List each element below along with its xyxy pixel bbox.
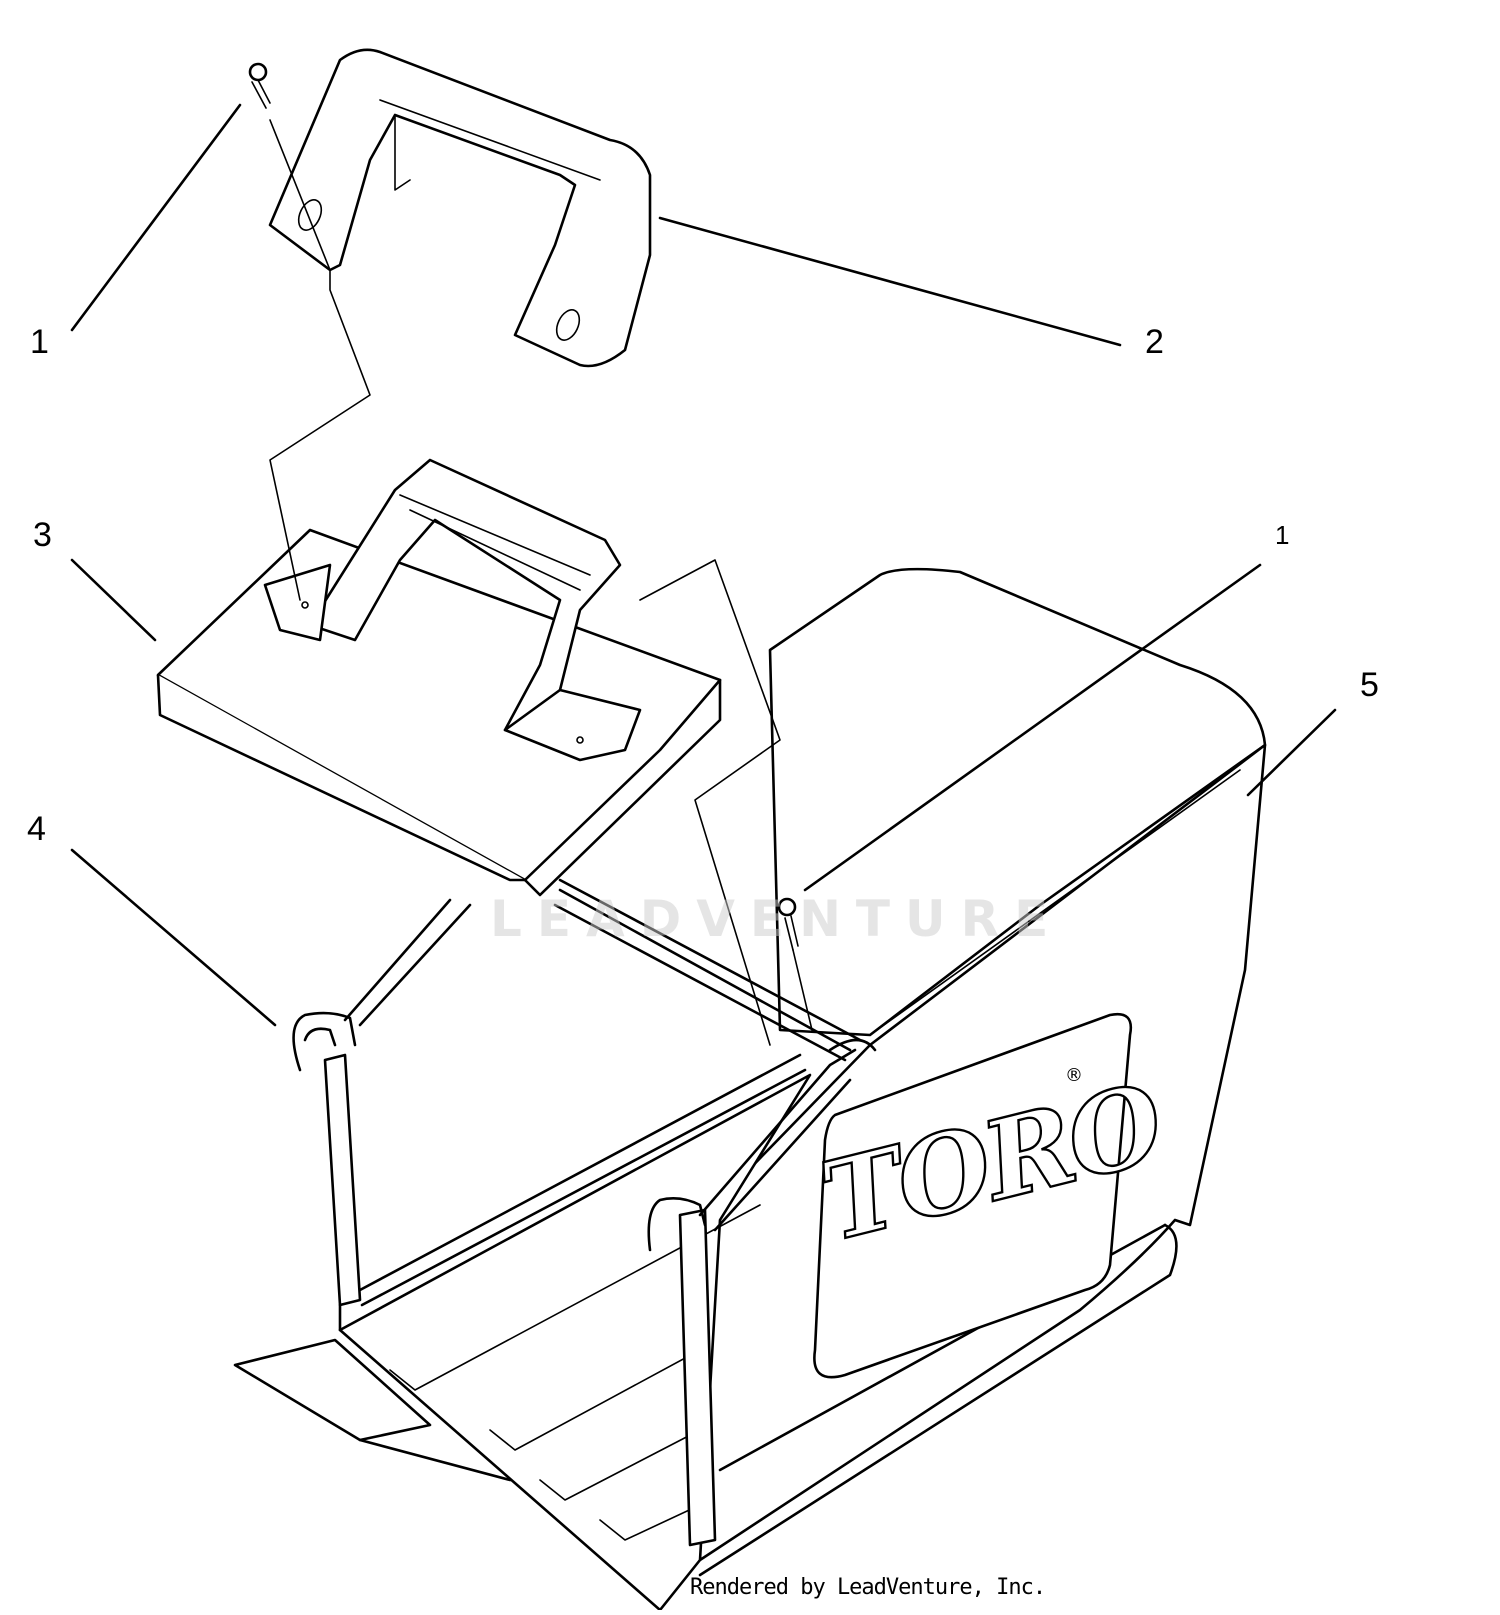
leader-line-4 (70, 848, 277, 1027)
assembly-line-2 (639, 559, 781, 1046)
leader-line-1a (70, 103, 242, 332)
registered-mark: ® (1065, 1065, 1083, 1086)
screw-top (248, 62, 271, 109)
callout-1b: 1 (1275, 520, 1290, 550)
leader-line-1b (803, 563, 1262, 892)
leader-line-2 (658, 216, 1122, 347)
handle-grip (268, 48, 652, 368)
render-credit: Rendered by LeadVenture, Inc. (690, 1575, 1046, 1600)
grass-bag-body (698, 567, 1267, 1577)
leader-line-3 (70, 558, 157, 642)
bag-lid (156, 458, 722, 897)
callout-2: 2 (1145, 323, 1164, 361)
callout-3: 3 (33, 516, 52, 554)
watermark: LEADVENTURE (490, 890, 1064, 948)
callout-1a: 1 (30, 323, 49, 361)
screw-lower (777, 897, 799, 951)
leader-line-5 (1246, 708, 1337, 797)
callout-5: 5 (1360, 666, 1379, 704)
callout-4: 4 (27, 810, 46, 848)
bag-frame (233, 878, 877, 1612)
assembly-line-1 (269, 119, 371, 601)
assembly-line-3 (792, 949, 813, 1031)
